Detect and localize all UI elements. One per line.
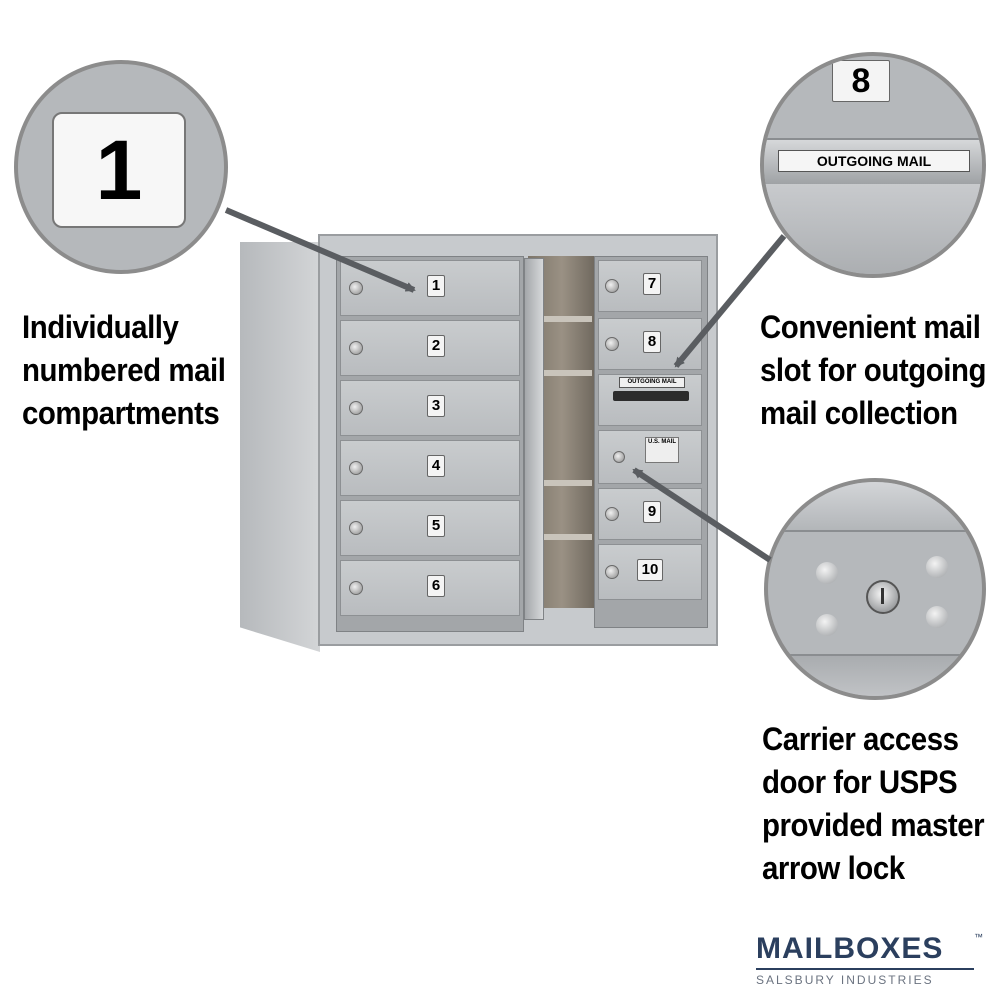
- door-lock-icon[interactable]: [349, 521, 363, 535]
- callout-line: Individually: [22, 309, 179, 345]
- zoom-door-bottom: [764, 184, 982, 274]
- brand-subtitle: SALSBURY INDUSTRIES: [756, 973, 934, 987]
- door-lock-icon[interactable]: [349, 581, 363, 595]
- zoom-rivet-tr: [926, 556, 948, 578]
- door-lock-icon[interactable]: [349, 281, 363, 295]
- mail-door-7[interactable]: 7: [598, 260, 702, 312]
- interior-shelf-4: [542, 534, 592, 540]
- zoom-rivet-br: [926, 606, 948, 628]
- brand-name: MAILBOXES: [756, 932, 944, 965]
- usps-label: U.S. MAIL: [645, 437, 679, 463]
- door-number-badge: 6: [427, 575, 445, 597]
- mail-door-9[interactable]: 9: [598, 488, 702, 540]
- door-number-badge: 1: [427, 275, 445, 297]
- open-master-door[interactable]: [524, 258, 544, 620]
- carrier-access-door[interactable]: U.S. MAIL: [598, 430, 702, 484]
- callout-line: Convenient mail: [760, 309, 981, 345]
- mail-door-2[interactable]: 2: [340, 320, 520, 376]
- zoom-panel-bottom: [768, 654, 982, 696]
- zoom-panel-top: [768, 482, 982, 532]
- mail-door-8[interactable]: 8: [598, 318, 702, 370]
- mail-door-1[interactable]: 1: [340, 260, 520, 316]
- callout-line: Carrier access: [762, 721, 959, 757]
- callout-line: arrow lock: [762, 850, 905, 886]
- door-number-badge: 8: [643, 331, 661, 353]
- door-number-badge: 7: [643, 273, 661, 295]
- zoom-rivet-tl: [816, 562, 838, 584]
- door-lock-icon[interactable]: [605, 565, 619, 579]
- door-lock-icon[interactable]: [349, 341, 363, 355]
- mail-door-6[interactable]: 6: [340, 560, 520, 616]
- brand-logo: MAILBOXES ™ SALSBURY INDUSTRIES: [756, 932, 988, 992]
- outgoing-mail-slot[interactable]: [613, 391, 689, 401]
- unit-side-panel: [240, 242, 320, 652]
- callout-compartments: Individually numbered mail compartments: [22, 306, 226, 435]
- brand-tm: ™: [974, 932, 983, 942]
- interior-shelf-2: [542, 370, 592, 376]
- door-lock-icon[interactable]: [605, 337, 619, 351]
- callout-line: provided master: [762, 807, 985, 843]
- mail-door-3[interactable]: 3: [340, 380, 520, 436]
- door-number-badge: 3: [427, 395, 445, 417]
- callout-line: door for USPS: [762, 764, 958, 800]
- mailbox-unit: 1 2 3 4 5 6 7 8 OUTGOING MAIL U.S. MAIL: [236, 232, 720, 652]
- door-number-badge: 4: [427, 455, 445, 477]
- zoom-circle-outgoing: 8 OUTGOING MAIL: [760, 52, 986, 278]
- interior-shelf-1: [542, 316, 592, 322]
- callout-line: numbered mail: [22, 352, 226, 388]
- zoom-circle-number: 1: [14, 60, 228, 274]
- door-lock-icon[interactable]: [349, 461, 363, 475]
- door-number-badge: 10: [637, 559, 663, 581]
- door-lock-icon[interactable]: [605, 279, 619, 293]
- door-number-badge: 2: [427, 335, 445, 357]
- zoom-rivet-bl: [816, 614, 838, 636]
- callout-line: compartments: [22, 395, 220, 431]
- mail-door-10[interactable]: 10: [598, 544, 702, 600]
- zoom-arrow-lock-icon: [866, 580, 900, 614]
- door-number-badge: 5: [427, 515, 445, 537]
- zoom-number-one-badge: 1: [52, 112, 186, 228]
- mail-door-5[interactable]: 5: [340, 500, 520, 556]
- brand-underline: [756, 968, 974, 970]
- callout-outgoing: Convenient mail slot for outgoing mail c…: [760, 306, 986, 435]
- door-number-badge: 9: [643, 501, 661, 523]
- callout-carrier: Carrier access door for USPS provided ma…: [762, 718, 985, 890]
- zoom-outgoing-label: OUTGOING MAIL: [778, 150, 970, 172]
- zoom-number-eight-badge: 8: [832, 60, 890, 102]
- door-lock-icon[interactable]: [605, 507, 619, 521]
- door-lock-icon[interactable]: [349, 401, 363, 415]
- zoom-circle-carrier-lock: [764, 478, 986, 700]
- callout-line: slot for outgoing: [760, 352, 987, 388]
- mail-door-4[interactable]: 4: [340, 440, 520, 496]
- outgoing-mail-slot-panel: OUTGOING MAIL: [598, 374, 702, 426]
- outgoing-slot-label: OUTGOING MAIL: [619, 377, 685, 388]
- interior-shelf-3: [542, 480, 592, 486]
- callout-line: mail collection: [760, 395, 958, 431]
- master-arrow-lock-icon[interactable]: [613, 451, 625, 463]
